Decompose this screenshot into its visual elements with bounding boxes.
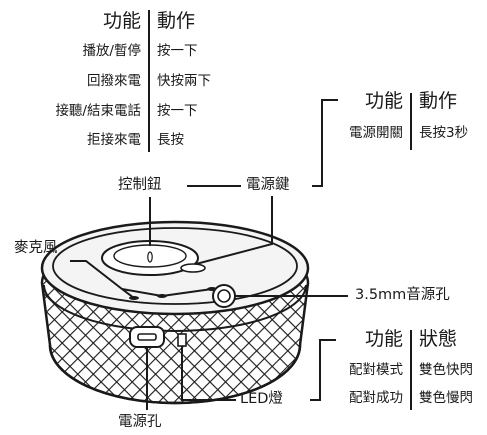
power-key[interactable] [180,263,206,273]
led-table-header-function: 功能 [364,328,403,350]
audio-jack-port [212,284,236,308]
power-table-header-function: 功能 [364,90,403,112]
control-knob[interactable] [101,240,199,276]
control-knob-label: 控制鈕 [118,177,162,193]
led-row-state: 雙色快閃 [419,362,473,378]
power-table-header-action: 動作 [419,90,458,112]
power-port [129,326,165,348]
led-row-function: 配對成功 [349,390,403,406]
power-key-label: 電源鍵 [246,177,290,193]
leader-lines [70,10,412,410]
control-row-function: 接聽/結束電話 [55,103,141,119]
audio-jack-label: 3.5mm音源孔 [355,287,450,303]
control-row-action: 按一下 [157,103,198,119]
control-row-function: 播放/暫停 [82,43,141,59]
led-row-state: 雙色慢閃 [419,390,473,406]
led-indicator [177,333,187,347]
control-row-function: 回撥來電 [87,73,141,89]
led-label: LED燈 [240,391,283,407]
led-row-function: 配對模式 [349,362,403,378]
power-row-function: 電源開關 [349,125,403,141]
control-row-action: 按一下 [157,43,198,59]
power-port-label: 電源孔 [118,414,162,430]
led-table-header-state: 狀態 [419,328,458,350]
power-row-action: 長按3秒 [419,125,469,141]
control-row-action: 快按兩下 [157,73,211,89]
control-row-function: 拒接來電 [87,132,141,148]
control-row-action: 長按 [157,132,184,148]
microphone-label: 麥克風 [14,240,58,256]
control-table-header-function: 功能 [102,10,141,32]
control-table-header-action: 動作 [157,10,196,32]
